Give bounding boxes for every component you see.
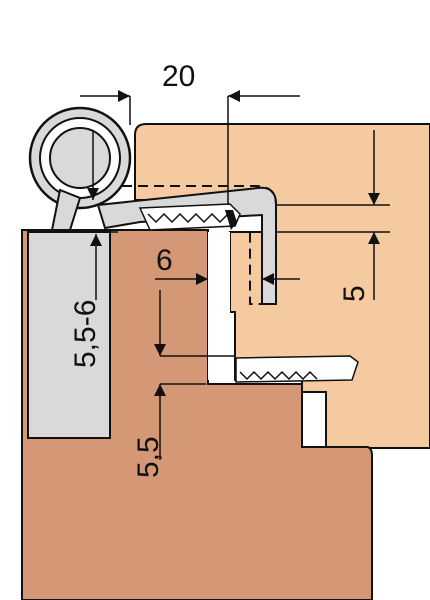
dim-label-5-5: 5,5: [132, 436, 165, 478]
lower-seal: [235, 355, 359, 383]
dim-5-5: 5,5: [132, 290, 236, 478]
dim-label-20: 20: [162, 60, 195, 93]
dim-5-5-6: 5,5-6: [69, 130, 118, 368]
dim-label-6: 6: [156, 244, 173, 277]
gap-strip: [208, 232, 230, 380]
upper-seal: [138, 203, 241, 231]
dashed-outline: [122, 185, 277, 305]
hinge-arm: [96, 186, 277, 305]
dim-label-5-5-6: 5,5-6: [69, 300, 102, 368]
dim-20: 20: [80, 60, 300, 205]
dim-5: 5: [276, 130, 390, 302]
dim-label-5: 5: [338, 285, 371, 302]
dim-6: 6: [155, 244, 300, 285]
hinge-knuckle: [28, 106, 132, 231]
